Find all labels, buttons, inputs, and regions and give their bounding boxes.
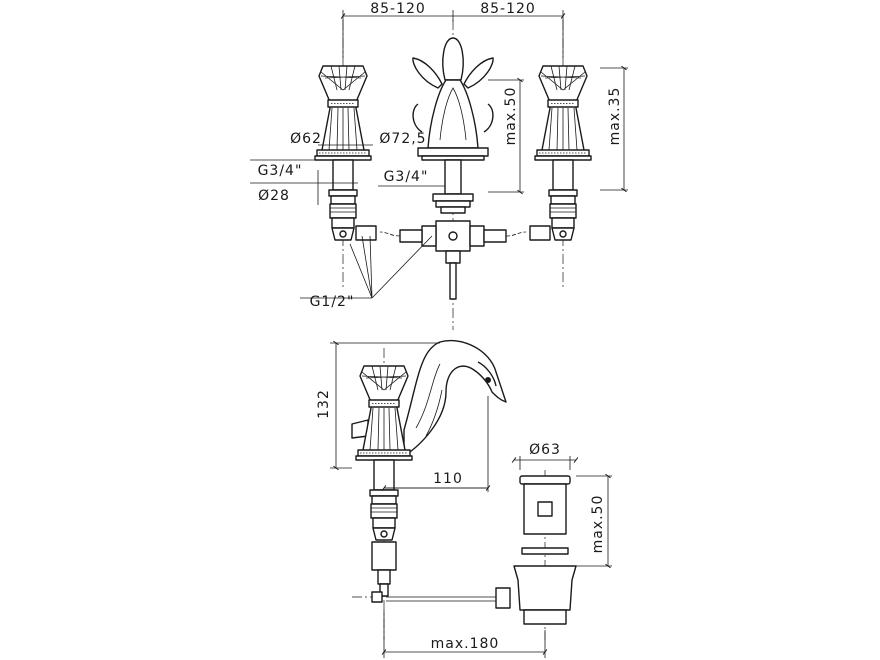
handle-height-label: max.35: [607, 87, 623, 146]
spacing-right-label: 85-120: [480, 1, 536, 17]
side-height-label: 132: [316, 389, 332, 419]
spout-base-diameter-label: Ø72,5: [379, 131, 426, 147]
shank-diameter-label: Ø28: [258, 188, 290, 204]
thread-left-label: G3/4": [258, 163, 303, 179]
connection-label: G1/2": [310, 294, 355, 310]
thread-center-label: G3/4": [384, 169, 429, 185]
spout-height-label: max.50: [503, 87, 519, 146]
waste-height-label: max.50: [590, 495, 606, 554]
spout-reach-label: 110: [433, 471, 463, 487]
front-view: [250, 10, 628, 330]
waste-diameter-label: Ø63: [529, 442, 561, 458]
side-view: [330, 340, 612, 658]
handle-diameter-label: Ø62: [290, 131, 322, 147]
spacing-left-label: 85-120: [370, 1, 426, 17]
rod-length-label: max.180: [431, 636, 500, 652]
